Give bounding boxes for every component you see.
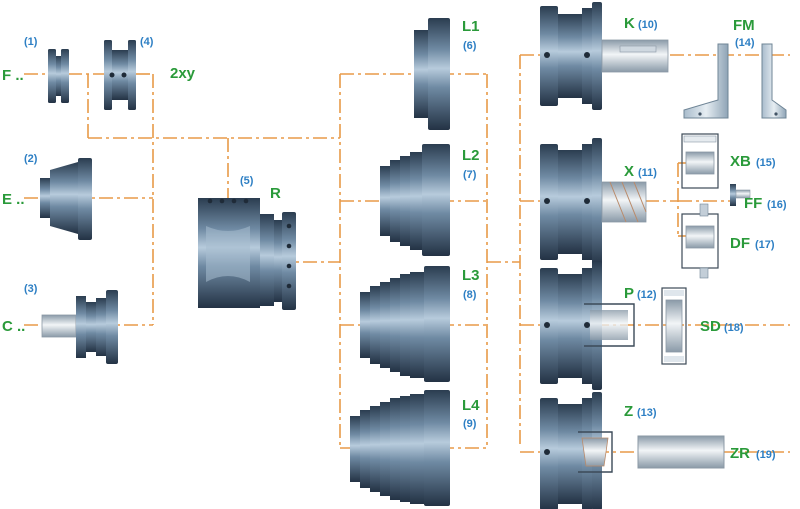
label-c: C .. <box>2 318 25 335</box>
module-z-image <box>540 392 613 509</box>
number-df: (17) <box>755 239 775 251</box>
number-fm: (14) <box>735 37 755 49</box>
label-sd: SD <box>700 318 721 335</box>
label-f: F .. <box>2 67 24 84</box>
label-l3: L3 <box>462 267 480 284</box>
module-l1-image <box>414 18 450 130</box>
label-z: Z <box>624 403 633 420</box>
module-p-image <box>540 262 635 390</box>
number-l4: (9) <box>463 418 477 430</box>
label-fm: FM <box>733 17 755 34</box>
module-c-image <box>41 290 118 364</box>
module-xb-image <box>681 133 719 189</box>
number-xb: (15) <box>756 157 776 169</box>
module-l2-image <box>380 144 450 256</box>
number-sd: (18) <box>724 322 744 334</box>
label-p: P <box>624 285 634 302</box>
number-l2: (7) <box>463 169 477 181</box>
number-2xy: (4) <box>140 36 154 48</box>
number-f: (1) <box>24 36 38 48</box>
number-l1: (6) <box>463 40 477 52</box>
label-l1: L1 <box>462 18 480 35</box>
number-c: (3) <box>24 283 38 295</box>
label-df: DF <box>730 235 750 252</box>
connector-lines <box>24 54 790 453</box>
number-l3: (8) <box>463 289 477 301</box>
label-l2: L2 <box>462 147 480 164</box>
module-k-image <box>540 2 669 110</box>
label-x: X <box>624 163 634 180</box>
module-e-image <box>40 158 92 240</box>
number-k: (10) <box>638 19 658 31</box>
module-df-image <box>681 203 719 279</box>
module-r-image <box>198 198 296 310</box>
number-r: (5) <box>240 175 254 187</box>
number-ff: (16) <box>767 199 787 211</box>
label-ff: FF <box>744 195 762 212</box>
module-x-image <box>540 138 647 266</box>
label-zr: ZR <box>730 445 750 462</box>
module-ff-image <box>730 184 751 206</box>
module-l3-image <box>360 266 450 382</box>
label-r: R <box>270 185 281 202</box>
module-zr-image <box>637 435 725 469</box>
label-k: K <box>624 15 635 32</box>
module-f-image <box>48 49 69 103</box>
label-e: E .. <box>2 191 25 208</box>
number-z: (13) <box>637 407 657 419</box>
number-e: (2) <box>24 153 38 165</box>
labels: F .. (1) E .. (2) C .. (3) 2xy (4) R (5)… <box>2 15 787 462</box>
module-fm-image <box>683 43 787 119</box>
label-2xy: 2xy <box>170 65 196 82</box>
module-sd-image <box>661 287 687 365</box>
module-l4-image <box>350 390 450 506</box>
label-l4: L4 <box>462 397 480 414</box>
module-2xy-image <box>104 40 136 110</box>
label-xb: XB <box>730 153 751 170</box>
number-zr: (19) <box>756 449 776 461</box>
number-x: (11) <box>638 167 657 179</box>
number-p: (12) <box>637 289 657 301</box>
